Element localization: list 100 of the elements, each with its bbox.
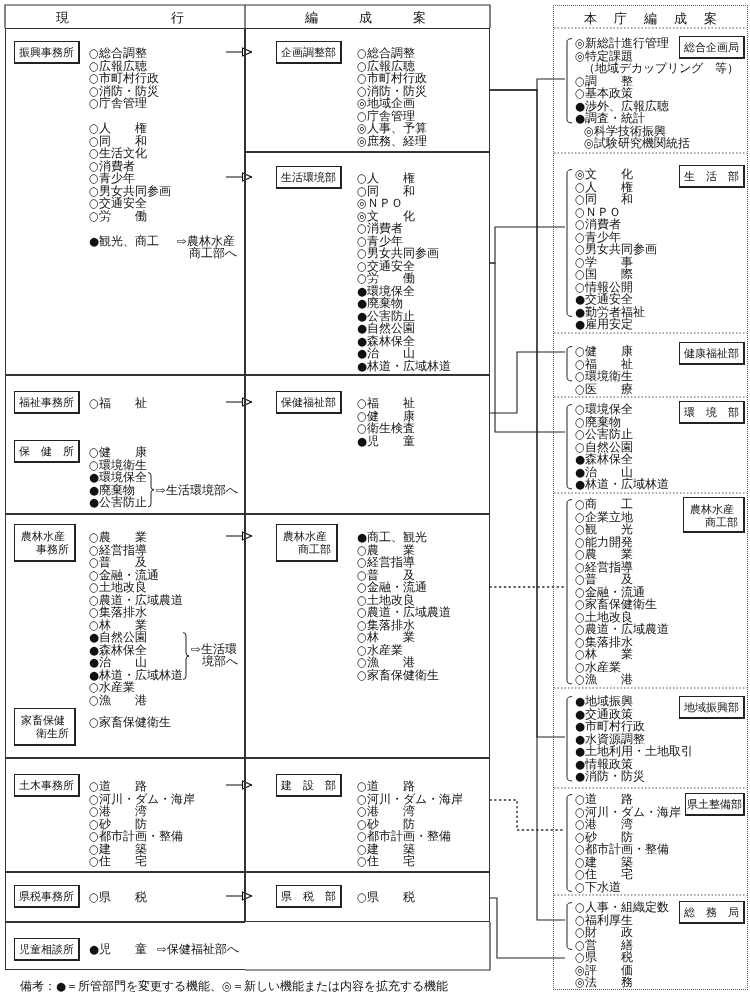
- function-item: ●消防・防災: [575, 770, 646, 783]
- function-item: ○青少年: [89, 172, 136, 185]
- function-item: ○同 和: [89, 134, 148, 147]
- function-item: ◎文 化: [357, 209, 416, 222]
- function-item: ●林道・広域林道: [575, 478, 670, 491]
- function-item: ○国 際: [575, 268, 634, 281]
- office-box: 福祉事務所: [14, 391, 80, 414]
- function-item: ○農 業: [357, 543, 416, 556]
- function-item: ○道 路: [89, 780, 148, 793]
- function-item: ○福利厚生: [575, 913, 634, 926]
- function-item: ○普 及: [89, 556, 148, 569]
- function-item: ○都市計画・整備: [89, 830, 184, 843]
- function-item: ●土地利用・土地取引: [575, 745, 694, 758]
- office-box: 土木事務所: [14, 774, 80, 797]
- function-item: ○都市計画・整備: [575, 843, 670, 856]
- function-item: ○住 宅: [575, 868, 634, 881]
- function-item: ○健 康: [357, 409, 416, 422]
- arrow: [225, 172, 253, 182]
- function-item: ◎特定課題: [575, 49, 634, 62]
- function-item: ●林道・広域林道: [357, 359, 452, 372]
- table-cell: [245, 872, 490, 922]
- column-header: 現 行: [56, 10, 194, 25]
- function-item: ●治 山: [357, 347, 416, 360]
- transfer-note: ⇨保健福祉部へ: [157, 943, 239, 956]
- table-cell: [245, 28, 490, 152]
- function-item: ○農 業: [575, 548, 634, 561]
- table-cell: [245, 758, 490, 872]
- function-item: ●森林保全: [89, 643, 148, 656]
- function-item: ●商工、観光: [357, 531, 428, 544]
- function-item: ○集落排水: [357, 618, 416, 631]
- function-item: ○医 療: [575, 382, 634, 395]
- transfer-note: ⇨生活環境部へ: [156, 483, 238, 496]
- department-box: 総 務 局: [679, 901, 745, 924]
- function-item: ○建 築: [357, 842, 416, 855]
- function-item: ○経営指導: [357, 556, 416, 569]
- function-item: （地域デカップリング 等）: [583, 62, 739, 75]
- function-item: ○公害防止: [575, 428, 634, 441]
- function-item: ○県 税: [89, 891, 148, 904]
- function-item: ○漁 港: [575, 673, 634, 686]
- function-item: ○集落排水: [89, 606, 148, 619]
- function-item: ◎地域企画: [357, 97, 416, 110]
- function-item: ○家畜保健衛生: [575, 598, 658, 611]
- function-item: ◎ＮＰＯ: [357, 197, 404, 210]
- function-item: ○青少年: [575, 230, 622, 243]
- function-item: ○住 宅: [89, 855, 148, 868]
- function-item: ○調 整: [575, 74, 634, 87]
- function-item: ○交通安全: [357, 259, 416, 272]
- function-item: ◎評 価: [575, 963, 634, 976]
- function-item: ○学 事: [575, 255, 634, 268]
- function-item: ●廃棄物: [89, 483, 136, 496]
- function-item: ○労 働: [89, 209, 148, 222]
- arrow: [225, 891, 253, 901]
- function-item: ○水産業: [575, 660, 622, 673]
- function-item: ○県 税: [575, 951, 634, 964]
- function-item: ○普 及: [357, 568, 416, 581]
- function-item: ○財 政: [575, 926, 634, 939]
- function-item: ●交通政策: [575, 707, 634, 720]
- function-item: ○基本政策: [575, 87, 634, 100]
- function-item: ●森林保全: [357, 334, 416, 347]
- function-item: ○土地改良: [89, 581, 148, 594]
- connector-line: [489, 586, 566, 588]
- function-item: ○環境衛生: [575, 370, 634, 383]
- arrow: [225, 780, 253, 790]
- function-item: ○市町村行政: [89, 72, 160, 85]
- function-item: ○普 及: [575, 573, 634, 586]
- function-item: ○住 宅: [357, 855, 416, 868]
- column-header: 編 成 案: [304, 10, 431, 25]
- function-item: ●森林保全: [575, 453, 634, 466]
- function-item: ○男女共同参画: [89, 184, 172, 197]
- transfer-note: ⇨生活環境部へ: [191, 642, 238, 668]
- function-item: ○人 権: [357, 172, 416, 185]
- function-item: ○家畜保健衛生: [357, 668, 440, 681]
- function-item: ○河川・ダム・海岸: [357, 792, 464, 805]
- function-item: ○金融・流通: [357, 581, 428, 594]
- function-item: ○経営指導: [575, 560, 634, 573]
- function-item: ◎科学技術振興: [584, 124, 667, 137]
- function-item: ●自然公園: [89, 631, 148, 644]
- function-item: ○下水道: [575, 880, 622, 893]
- function-item: ○経営指導: [89, 543, 148, 556]
- table-cell: [5, 758, 245, 872]
- function-item: ●観光、商工: [89, 234, 160, 247]
- function-item: ○水産業: [89, 681, 136, 694]
- function-item: ●市町村行政: [575, 720, 646, 733]
- function-item: ●水資源調整: [575, 732, 646, 745]
- function-item: ○都市計画・整備: [357, 830, 452, 843]
- function-item: ○道 路: [575, 793, 634, 806]
- function-item: ○環境衛生: [89, 458, 148, 471]
- function-item: ●林道・広域林道: [89, 668, 184, 681]
- function-item: ○商 工: [575, 498, 634, 511]
- table-cell: [245, 514, 490, 758]
- function-item: ●地域振興: [575, 695, 634, 708]
- department-box: 地域振興部: [679, 696, 745, 719]
- function-item: ◎文 化: [575, 168, 634, 181]
- function-item: ○河川・ダム・海岸: [89, 792, 196, 805]
- department-box: 環 境 部: [679, 401, 745, 424]
- office-box: 保 健 所: [14, 440, 80, 463]
- function-item: ○健 康: [89, 446, 148, 459]
- function-item: ○林 業: [357, 631, 416, 644]
- function-item: ●公害防止: [357, 309, 416, 322]
- function-item: ○県 税: [357, 891, 416, 904]
